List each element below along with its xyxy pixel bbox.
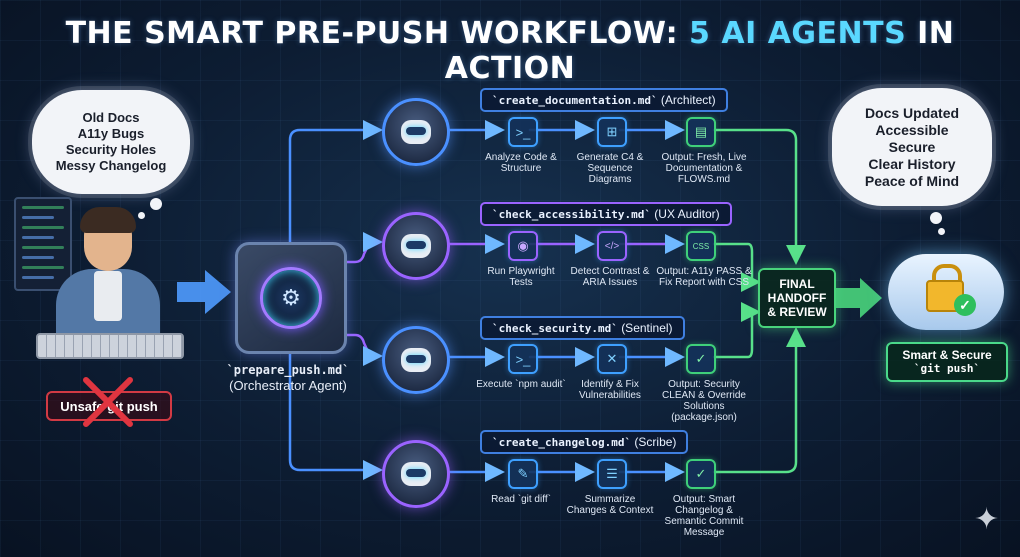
arrow-right-icon <box>177 270 231 314</box>
orchestrator-chip: ⚙ <box>235 242 347 354</box>
agent-title-ux-auditor: `check_accessibility.md` (UX Auditor) <box>480 202 732 226</box>
scribe-robot-avatar <box>382 440 450 508</box>
page-title: THE SMART PRE-PUSH WORKFLOW: 5 AI AGENTS… <box>65 16 955 86</box>
result-item: Docs Updated <box>864 104 960 121</box>
sentinel-robot-avatar <box>382 326 450 394</box>
red-cross-icon <box>83 377 133 427</box>
problem-item: A11y Bugs <box>77 126 145 141</box>
thought-bubble-dot <box>930 212 942 224</box>
thought-bubble-dot <box>938 228 945 235</box>
orchestrator-label: `prepare_push.md` (Orchestrator Agent) <box>222 362 354 394</box>
step-label: Execute `npm audit` <box>476 379 566 390</box>
agent-title-scribe: `create_changelog.md` (Scribe) <box>480 430 689 454</box>
code-icon: </> <box>597 231 627 261</box>
thought-bubble-dot <box>138 212 145 219</box>
thought-bubble-dot <box>150 198 162 210</box>
result-item: Accessible <box>875 121 949 138</box>
terminal-icon: >_ <box>508 344 538 374</box>
result-item: Secure <box>888 138 936 155</box>
step-label: Read `git diff` <box>491 494 551 505</box>
diagram-icon: ⊞ <box>597 117 627 147</box>
code-monitor-icon <box>14 197 72 291</box>
step-label: Output: Fresh, Live Documentation & FLOW… <box>661 152 747 185</box>
step-label: Output: Smart Changelog & Semantic Commi… <box>664 494 744 538</box>
orchestrator-file: `prepare_push.md` <box>226 363 350 377</box>
step-label: Run Playwright Tests <box>487 266 555 288</box>
final-handoff-box: FINAL HANDOFF & REVIEW <box>758 268 836 328</box>
step-label: Summarize Changes & Context <box>566 494 654 516</box>
problem-thought-cloud: Old Docs A11y Bugs Security Holes Messy … <box>32 90 190 194</box>
shield-check-icon: ✓ <box>686 344 716 374</box>
step-label: Output: Security CLEAN & Override Soluti… <box>662 379 746 423</box>
step-label: Identify & Fix Vulnerabilities <box>579 379 641 401</box>
gear-icon: ⚙ <box>260 267 322 329</box>
arrow-right-icon <box>834 278 882 318</box>
result-item: Clear History <box>868 155 956 172</box>
document-icon: ▤ <box>686 117 716 147</box>
problem-item: Messy Changelog <box>55 158 167 173</box>
agent-title-sentinel: `check_security.md` (Sentinel) <box>480 316 685 340</box>
list-icon: ☰ <box>597 459 627 489</box>
agent-title-architect: `create_documentation.md` (Architect) <box>480 88 728 112</box>
orchestrator-role: (Orchestrator Agent) <box>229 378 347 393</box>
result-thought-cloud: Docs Updated Accessible Secure Clear His… <box>832 88 992 206</box>
tools-icon: ✕ <box>597 344 627 374</box>
step-label: Generate C4 & Sequence Diagrams <box>576 152 644 185</box>
step-label: Detect Contrast & ARIA Issues <box>570 266 650 288</box>
check-icon: ✓ <box>954 294 976 316</box>
problem-item: Security Holes <box>65 142 157 157</box>
step-label: Output: A11y PASS & Fix Report with CSS <box>656 266 752 288</box>
checklist-icon: ✓ <box>686 459 716 489</box>
sparkle-icon: ✦ <box>974 503 1000 536</box>
step-label: Analyze Code & Structure <box>485 152 557 174</box>
eye-icon: ◉ <box>508 231 538 261</box>
edit-document-icon: ✎ <box>508 459 538 489</box>
architect-robot-avatar <box>382 98 450 166</box>
problem-item: Old Docs <box>82 110 140 125</box>
ux-auditor-robot-avatar <box>382 212 450 280</box>
stressed-developer-illustration <box>36 205 184 359</box>
secure-cloud-lock-icon: ✓ <box>888 254 1004 330</box>
css-file-icon: CSS <box>686 231 716 261</box>
result-item: Peace of Mind <box>864 172 960 189</box>
terminal-icon: >_ <box>508 117 538 147</box>
smart-secure-push-badge: Smart & Secure `git push` <box>886 342 1008 382</box>
